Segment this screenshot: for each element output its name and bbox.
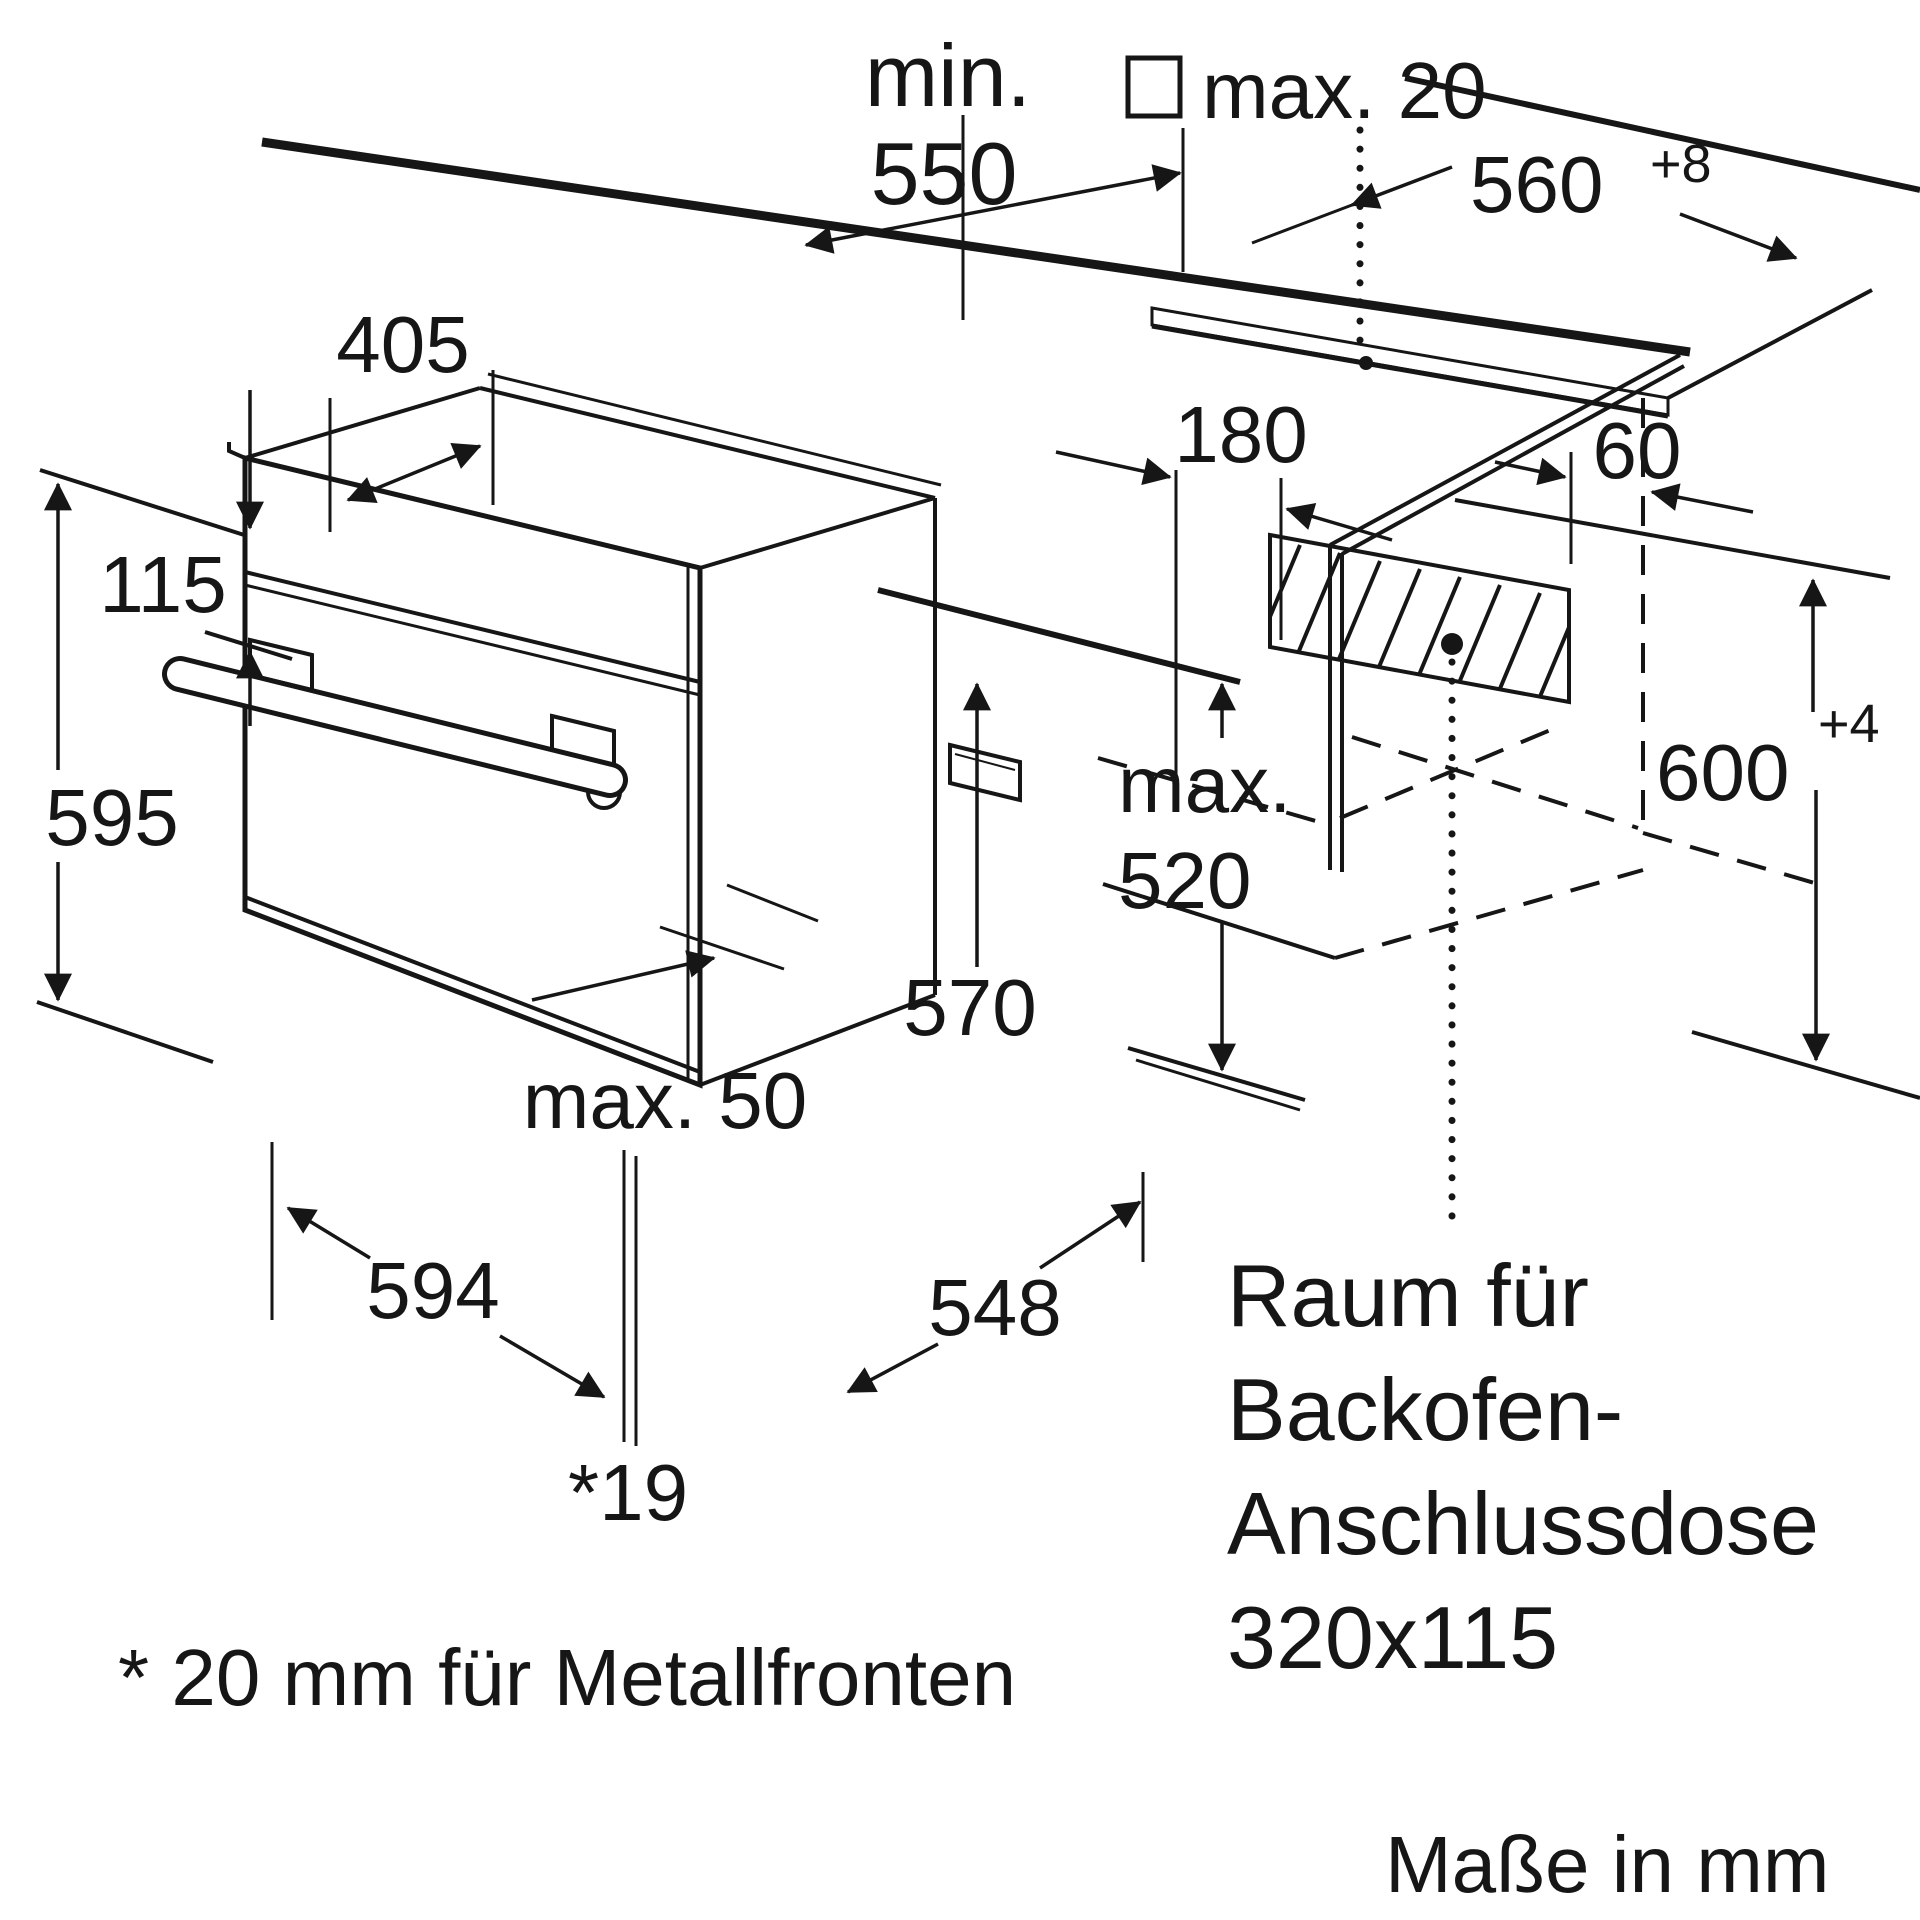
base-cabinet-front-edge-inner: [1135, 1058, 1301, 1112]
oven-top-back-lip: [487, 372, 942, 487]
dim-594-arrow-downright: [499, 1334, 606, 1399]
connection-box-note-line1: Raum für: [1227, 1246, 1589, 1345]
dim-50-arrow: [531, 950, 716, 1002]
units-note: Maße in mm: [1385, 1820, 1830, 1909]
label-548: 548: [928, 1263, 1061, 1352]
oven-body-bottom-edge: [699, 993, 936, 1087]
dim-115-lower-reference: [204, 630, 293, 661]
connection-box-note-line2: Backofen-: [1227, 1360, 1623, 1459]
oven-top-back-edge: [479, 386, 936, 500]
niche-floor-front-edge: [1102, 882, 1336, 960]
label-max-50: max. 50: [523, 1056, 808, 1145]
label-520: 520: [1118, 836, 1251, 925]
dim-50-reference-upper: [726, 883, 819, 923]
label-min: min.: [865, 26, 1031, 125]
dim-60-arrow-left: [1494, 457, 1567, 486]
oven-control-panel-separator: [244, 570, 701, 684]
label-600-tolerance: +4: [1818, 694, 1880, 754]
square-symbol: [1125, 55, 1183, 119]
dim-180-arrow-left: [1055, 450, 1172, 486]
connection-box-note-line4: 320x115: [1227, 1588, 1558, 1687]
dim-594-arrow-upleft: [286, 1206, 371, 1260]
label-405: 405: [336, 300, 469, 389]
oven-top-left-edge: [244, 386, 481, 460]
oven-side-vent-slot: [954, 753, 1016, 771]
dim-548-arrow-up: [1039, 1200, 1142, 1270]
connection-box-center-dot: [1441, 633, 1463, 655]
dim-560-arrow-right: [1679, 212, 1798, 262]
label-570: 570: [903, 963, 1036, 1052]
oven-front-top-notch: [227, 442, 246, 460]
niche-top-front-edge-inner: [1341, 364, 1685, 556]
cabinet-side-top-edge: [1667, 288, 1873, 400]
label-560-tolerance: +8: [1650, 134, 1712, 194]
niche-hidden-floor-front: [1334, 868, 1644, 960]
wall-top-right-edge: [1404, 75, 1920, 193]
label-560: 560: [1470, 140, 1603, 229]
label-594: 594: [366, 1246, 499, 1335]
label-60: 60: [1593, 406, 1682, 495]
label-595: 595: [45, 773, 178, 862]
oven-side-vent: [948, 742, 1022, 803]
oven-control-panel-separator-inner: [244, 583, 701, 697]
oven-front-face: [242, 454, 703, 1089]
label-19: *19: [568, 1448, 688, 1537]
label-600: 600: [1656, 728, 1789, 817]
niche-hidden-side-edge: [1339, 724, 1561, 820]
dim-595-bottom-reference: [36, 1000, 214, 1064]
max20-reference-dot: [1359, 356, 1373, 370]
dim-560-arrow-left-tail: [1251, 203, 1353, 245]
connection-box-note-line3: Anschlussdose: [1227, 1474, 1819, 1573]
worktop-front-strip-edge: [1151, 323, 1669, 419]
dim-180-arrow-right: [1285, 503, 1393, 542]
niche-top-front-edge-outer: [1329, 353, 1681, 547]
label-180: 180: [1174, 390, 1307, 479]
footnote-metal-fronts: * 20 mm für Metallfronten: [118, 1633, 1016, 1722]
dim-405-arrow: [346, 443, 482, 503]
niche-hidden-floor-back: [1351, 735, 1639, 830]
oven-top-right-edge: [699, 496, 936, 570]
cabinet-bottom-front-edge: [1691, 1030, 1920, 1100]
dim-50-reference-lower: [659, 925, 785, 971]
niche-hidden-back-edge: [1097, 756, 1327, 826]
dim-560-arrow-left: [1350, 165, 1453, 209]
label-550: 550: [871, 124, 1018, 223]
dim-548-arrow-down: [846, 1342, 939, 1394]
oven-door-bottom-inner-edge: [244, 895, 701, 1074]
base-cabinet-front-edge: [1127, 1046, 1306, 1102]
niche-hidden-floor-right: [1642, 831, 1819, 886]
cabinet-top-front-edge-right: [1454, 498, 1891, 580]
label-max: max.: [1118, 740, 1291, 829]
label-max-20: max. 20: [1202, 46, 1487, 135]
worktop-front-edge-middle: [877, 587, 1241, 685]
connection-box: [1268, 532, 1571, 705]
dim-550-arrow: [804, 164, 1182, 254]
dim-60-arrow-right: [1650, 483, 1754, 514]
label-115: 115: [99, 540, 227, 629]
